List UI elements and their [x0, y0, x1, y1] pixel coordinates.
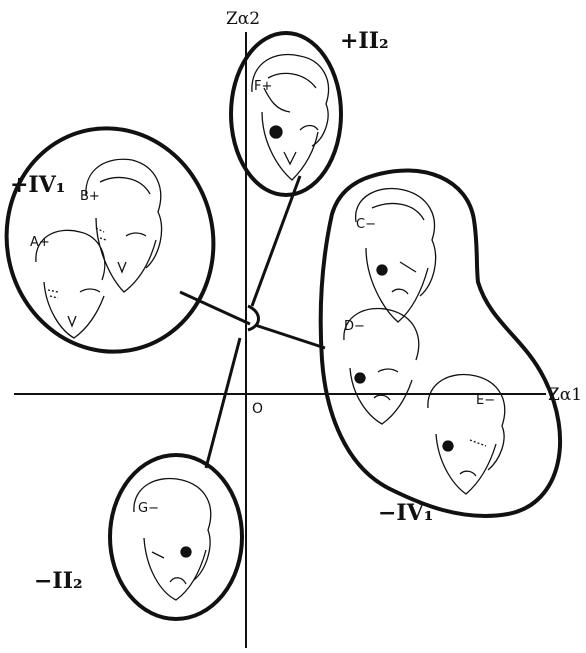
hair-outline — [252, 55, 329, 147]
connector-plus-IV1 — [180, 292, 250, 324]
face-F: F+ — [252, 55, 329, 181]
connector-minus-II2 — [206, 338, 240, 468]
group-label: −IV₁ — [378, 500, 433, 526]
group-minus-IV1: −IV₁ C− D− E− — [321, 170, 560, 526]
face-letter: C− — [356, 217, 376, 232]
face-E: E− — [428, 374, 505, 494]
face-letter: B+ — [80, 189, 100, 204]
group-plus-II2: +II₂ F+ — [231, 28, 389, 195]
origin-label: O — [252, 401, 263, 417]
group-label: +IV₁ — [10, 172, 65, 198]
group-boundary — [231, 33, 341, 195]
face-letter: G− — [138, 501, 159, 516]
eye-icon — [270, 126, 282, 138]
face-outline — [262, 112, 318, 180]
group-plus-IV1: +IV₁ B+ A+ — [0, 109, 234, 371]
face-letter: A+ — [30, 235, 50, 250]
face-D: D− — [344, 308, 419, 424]
group-label: +II₂ — [340, 28, 389, 54]
face-G: G− — [134, 478, 211, 600]
face-letter: E− — [476, 393, 495, 408]
face-C: C− — [356, 188, 436, 322]
y-axis-label: Zα2 — [226, 9, 260, 29]
face-B: B+ — [80, 159, 162, 292]
connectors — [180, 176, 325, 468]
group-label: −II₂ — [34, 568, 83, 594]
center-hook — [248, 306, 259, 330]
face-letter: D− — [344, 319, 365, 334]
face-letter: F+ — [254, 79, 272, 94]
connector-minus-IV1 — [255, 325, 325, 348]
eye-wink — [300, 126, 318, 131]
group-boundary — [110, 455, 242, 619]
group-minus-II2: −II₂ G− — [34, 455, 242, 619]
